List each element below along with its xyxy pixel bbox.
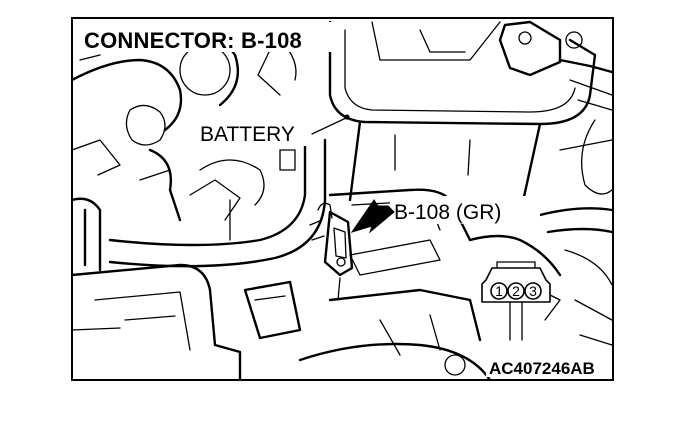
left-hoses (72, 28, 297, 272)
connector-label: B-108 (GR) (394, 201, 501, 224)
battery-label: BATTERY (200, 123, 295, 146)
pin-1-label: 1 (495, 283, 503, 299)
pin-3-circle (524, 282, 542, 300)
pin-2-circle (507, 282, 525, 300)
right-lower (468, 207, 613, 346)
lower-bracket (72, 199, 302, 380)
figure-code-backdrop (486, 357, 610, 377)
top-right-bracket (498, 20, 613, 195)
battery-leader-dot (344, 114, 350, 120)
figure-frame (71, 17, 614, 381)
battery-leader-line (311, 117, 347, 135)
connector-pinout-inset: 1 2 3 (481, 261, 551, 341)
pin-1-circle (490, 282, 508, 300)
pin-3-label: 3 (529, 283, 537, 299)
battery-label-backdrop (198, 118, 316, 146)
title-backdrop (80, 22, 332, 52)
b108-connector-body (309, 202, 354, 301)
connector-label-backdrop (390, 196, 540, 224)
main-hose (108, 138, 327, 268)
pin-2-label: 2 (512, 283, 520, 299)
figure-code: AC407246AB (489, 359, 595, 378)
pinout-wires (509, 301, 523, 341)
figure-title: CONNECTOR: B-108 (84, 28, 302, 53)
connector-pointer-arrow (350, 199, 395, 234)
